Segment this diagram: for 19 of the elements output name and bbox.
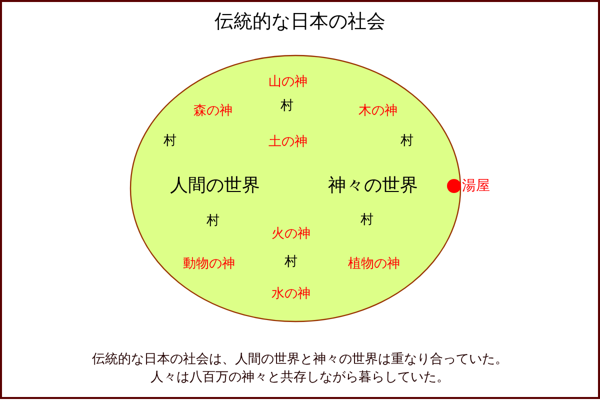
world-heading: 神々の世界: [328, 177, 418, 195]
deity-label: 山の神: [268, 76, 308, 88]
deity-label: 水の神: [272, 288, 310, 300]
deity-label: 植物の神: [348, 258, 400, 270]
deity-label: 木の神: [358, 104, 398, 118]
deity-label: 火の神: [272, 228, 310, 240]
village-label: 村: [280, 100, 294, 112]
diagram-title: 伝統的な日本の社会: [214, 12, 386, 32]
village-label: 村: [206, 214, 220, 228]
deity-label: 土の神: [268, 136, 308, 148]
village-label: 村: [164, 134, 176, 148]
village-label: 村: [284, 256, 298, 268]
village-label: 村: [360, 214, 374, 226]
deity-label: 動物の神: [183, 258, 235, 270]
world-heading: 人間の世界: [170, 177, 260, 195]
place-label: 湯屋: [462, 179, 490, 193]
deity-label: 森の神: [194, 104, 232, 118]
village-label: 村: [400, 134, 414, 148]
caption-text: 伝統的な日本の社会は、人間の世界と神々の世界は重なり合っていた。人々は八百万の神々と共存しながら暮らしていた。: [91, 351, 509, 387]
